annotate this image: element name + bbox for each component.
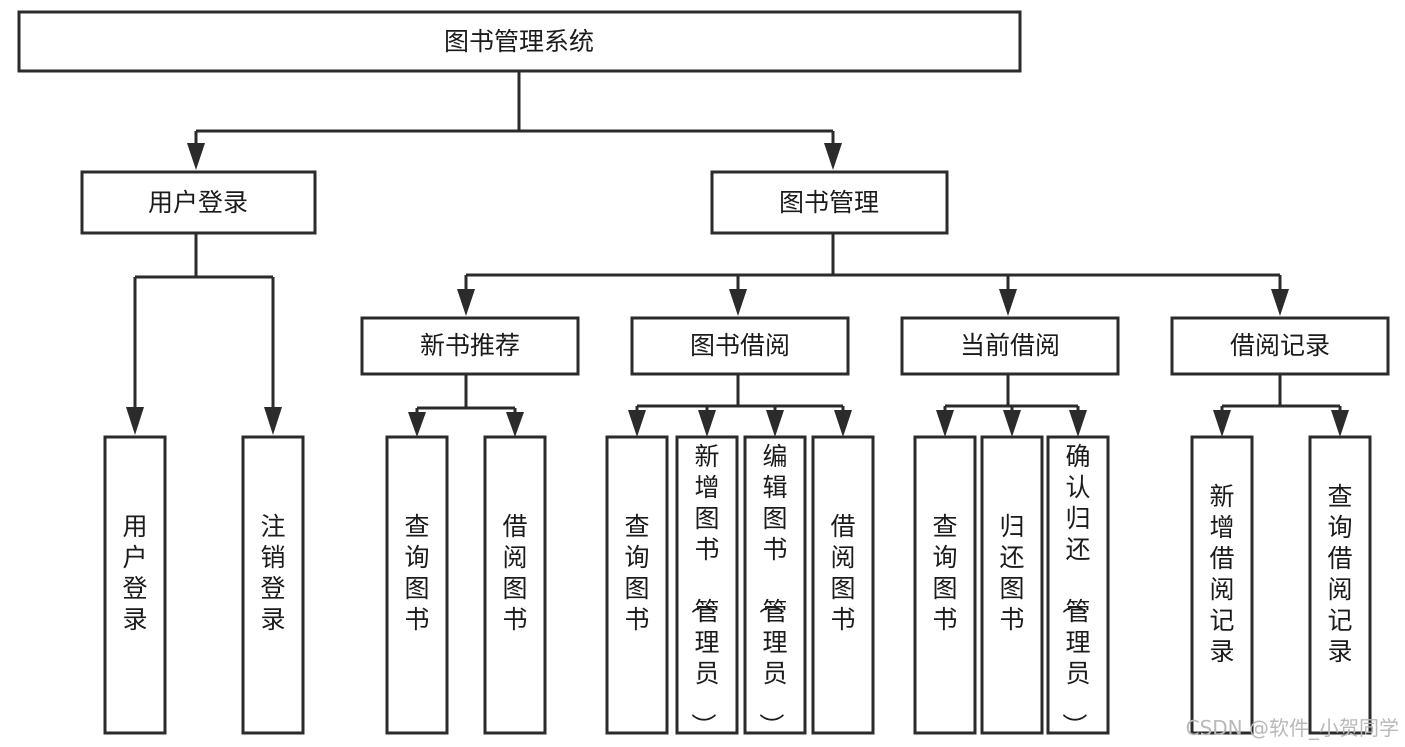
leaf-user-login-label: 用户登录 <box>122 512 147 634</box>
connectors-new-book-to-leaves <box>408 374 524 437</box>
leaf-query-book-borrow[interactable]: 查询图书 <box>605 435 669 735</box>
connectors-current-borrow-to-leaves <box>936 374 1087 437</box>
csdn-watermark: CSDN @软件_小贺同学 <box>1186 716 1399 740</box>
node-borrow-record-box[interactable] <box>1170 316 1390 376</box>
leaf-query-book-recommend[interactable]: 查询图书 <box>385 435 449 735</box>
arrow-head-book-manage <box>824 143 842 170</box>
node-root-label: 图书管理系统 <box>444 27 594 56</box>
leaf-user-login-box[interactable] <box>103 435 167 735</box>
leaf-query-book-recommend-box[interactable] <box>385 435 449 735</box>
leaf-logout-box[interactable] <box>241 435 305 735</box>
leaf-user-login[interactable]: 用户登录 <box>103 435 167 735</box>
leaf-confirm-return[interactable]: 确认归还（管理员） <box>1046 435 1110 738</box>
leaf-add-book[interactable]: 新增图书（管理员） <box>675 435 739 738</box>
leaf-edit-book-box[interactable] <box>743 435 807 735</box>
leaf-add-borrow-record-label: 新增借阅记录 <box>1209 482 1234 666</box>
leaf-return-book-box[interactable] <box>980 435 1044 735</box>
leaf-borrow-book[interactable]: 借阅图书 <box>811 435 875 735</box>
arrow-head-leaf-query-record <box>1331 410 1349 437</box>
arrow-head-leaf-borrow-book-a <box>506 412 524 437</box>
arrow-head-leaf-query-book-a <box>408 412 426 437</box>
leaf-query-book-borrow-box[interactable] <box>605 435 669 735</box>
node-book-manage-label: 图书管理 <box>779 188 879 217</box>
leaf-edit-book-label: 编辑图书（管理员） <box>756 442 787 738</box>
leaf-query-book-current[interactable]: 查询图书 <box>913 435 977 735</box>
arrow-head-current-borrow <box>999 289 1017 316</box>
arrow-head-user-login <box>187 143 205 170</box>
node-current-borrow-box[interactable] <box>900 316 1120 376</box>
leaf-add-book-box[interactable] <box>675 435 739 735</box>
node-new-book-recommend-box[interactable] <box>360 316 580 376</box>
leaf-borrow-book-recommend[interactable]: 借阅图书 <box>483 435 547 735</box>
node-user-login[interactable]: 用户登录 <box>80 170 317 235</box>
node-borrow-record-label: 借阅记录 <box>1230 331 1330 360</box>
arrow-head-borrow-record <box>1271 289 1289 316</box>
node-current-borrow[interactable]: 当前借阅 <box>900 316 1120 376</box>
leaf-borrow-book-label: 借阅图书 <box>830 512 855 634</box>
leaf-confirm-return-label: 确认归还（管理员） <box>1059 442 1090 738</box>
leaf-query-book-current-box[interactable] <box>913 435 977 735</box>
arrow-head-leaf-borrow-book-b <box>834 410 852 437</box>
leaf-query-borrow-record-label: 查询借阅记录 <box>1327 482 1352 666</box>
leaf-logout-label: 注销登录 <box>260 512 285 634</box>
leaf-return-book-label: 归还图书 <box>999 512 1024 634</box>
leaf-return-book[interactable]: 归还图书 <box>980 435 1044 735</box>
connectors-book-borrow-to-leaves <box>628 374 852 437</box>
node-user-login-label: 用户登录 <box>148 188 248 217</box>
leaf-confirm-return-box[interactable] <box>1046 435 1110 735</box>
node-book-manage-box[interactable] <box>710 170 949 235</box>
leaf-query-book-recommend-label: 查询图书 <box>404 512 429 634</box>
node-user-login-box[interactable] <box>80 170 317 235</box>
leaf-query-borrow-record[interactable]: 查询借阅记录 <box>1308 435 1372 735</box>
leaf-query-borrow-record-box[interactable] <box>1308 435 1372 735</box>
node-new-book-recommend-label: 新书推荐 <box>420 331 520 360</box>
node-borrow-record[interactable]: 借阅记录 <box>1170 316 1390 376</box>
leaf-borrow-book-recommend-box[interactable] <box>483 435 547 735</box>
connectors-book-manage-to-level3 <box>457 233 1289 316</box>
leaf-edit-book[interactable]: 编辑图书（管理员） <box>743 435 807 738</box>
connectors-borrow-record-to-leaves <box>1213 374 1349 437</box>
arrow-head-leaf-logout <box>264 407 282 435</box>
arrow-head-new-book <box>457 289 475 316</box>
leaf-query-book-borrow-label: 查询图书 <box>624 512 649 634</box>
leaf-query-book-current-label: 查询图书 <box>932 512 957 634</box>
arrow-head-leaf-query-book-b <box>628 410 646 437</box>
node-current-borrow-label: 当前借阅 <box>960 331 1060 360</box>
node-root-box[interactable] <box>17 10 1022 73</box>
node-book-borrow-box[interactable] <box>630 316 850 376</box>
arrow-head-leaf-add-book <box>698 410 716 437</box>
leaf-borrow-book-recommend-label: 借阅图书 <box>502 512 527 634</box>
node-new-book-recommend[interactable]: 新书推荐 <box>360 316 580 376</box>
arrow-head-leaf-edit-book <box>766 410 784 437</box>
arrow-head-leaf-return-book <box>1003 410 1021 437</box>
node-book-borrow-label: 图书借阅 <box>690 331 790 360</box>
arrow-head-leaf-confirm-return <box>1069 410 1087 437</box>
node-book-borrow[interactable]: 图书借阅 <box>630 316 850 376</box>
node-root[interactable]: 图书管理系统 <box>17 10 1022 73</box>
connectors-user-login-to-leaves <box>126 233 282 435</box>
leaf-add-borrow-record-box[interactable] <box>1190 435 1254 735</box>
leaf-borrow-book-box[interactable] <box>811 435 875 735</box>
node-book-manage[interactable]: 图书管理 <box>710 170 949 235</box>
arrow-head-book-borrow <box>729 289 747 316</box>
arrow-head-leaf-user-login <box>126 407 144 435</box>
leaf-logout[interactable]: 注销登录 <box>241 435 305 735</box>
connectors-root-to-level2 <box>187 71 842 170</box>
leaf-add-book-label: 新增图书（管理员） <box>688 442 719 738</box>
arrow-head-leaf-add-record <box>1213 410 1231 437</box>
arrow-head-leaf-query-book-c <box>936 410 954 437</box>
leaf-add-borrow-record[interactable]: 新增借阅记录 <box>1190 435 1254 735</box>
